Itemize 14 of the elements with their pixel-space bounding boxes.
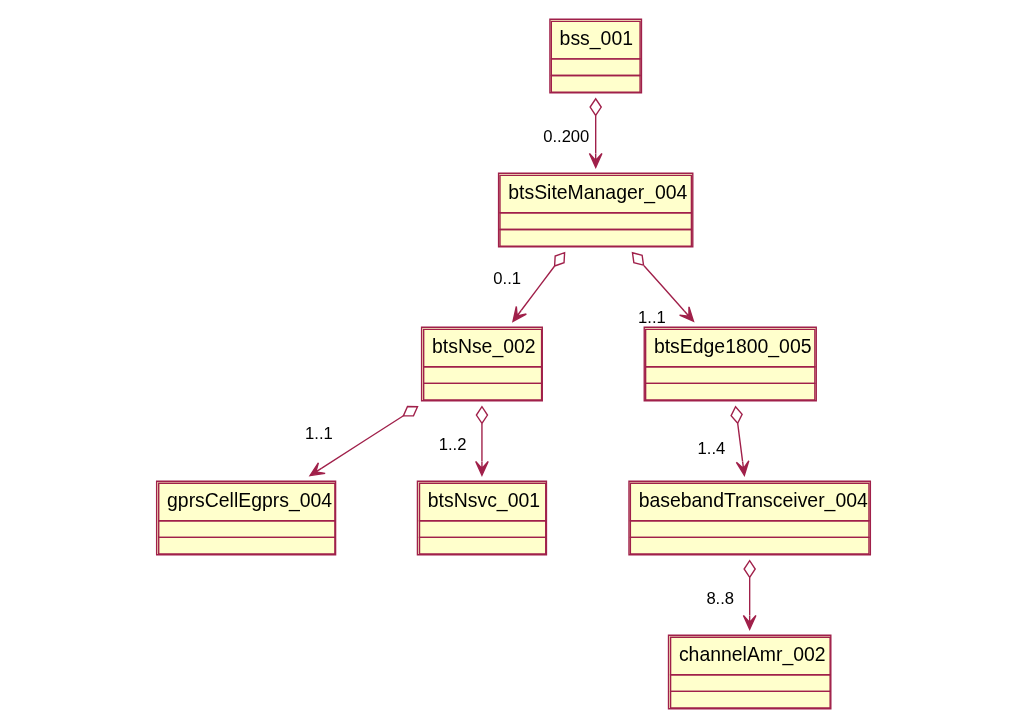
edge-label: 1..4: [697, 439, 726, 459]
arrow: [512, 251, 566, 323]
edge-label: 0..200: [543, 127, 590, 147]
edge-label: 1..1: [638, 308, 666, 328]
edge-label: 8..8: [706, 589, 735, 609]
edge-label: 1..2: [438, 435, 467, 455]
arrow: [631, 251, 695, 323]
arrow: [742, 559, 757, 630]
edge-label: 1..1: [305, 424, 333, 444]
edge-label: 0..1: [493, 269, 522, 289]
arrow: [309, 405, 419, 477]
arrow: [730, 405, 750, 476]
arrow: [588, 97, 603, 169]
arrow: [475, 405, 489, 476]
